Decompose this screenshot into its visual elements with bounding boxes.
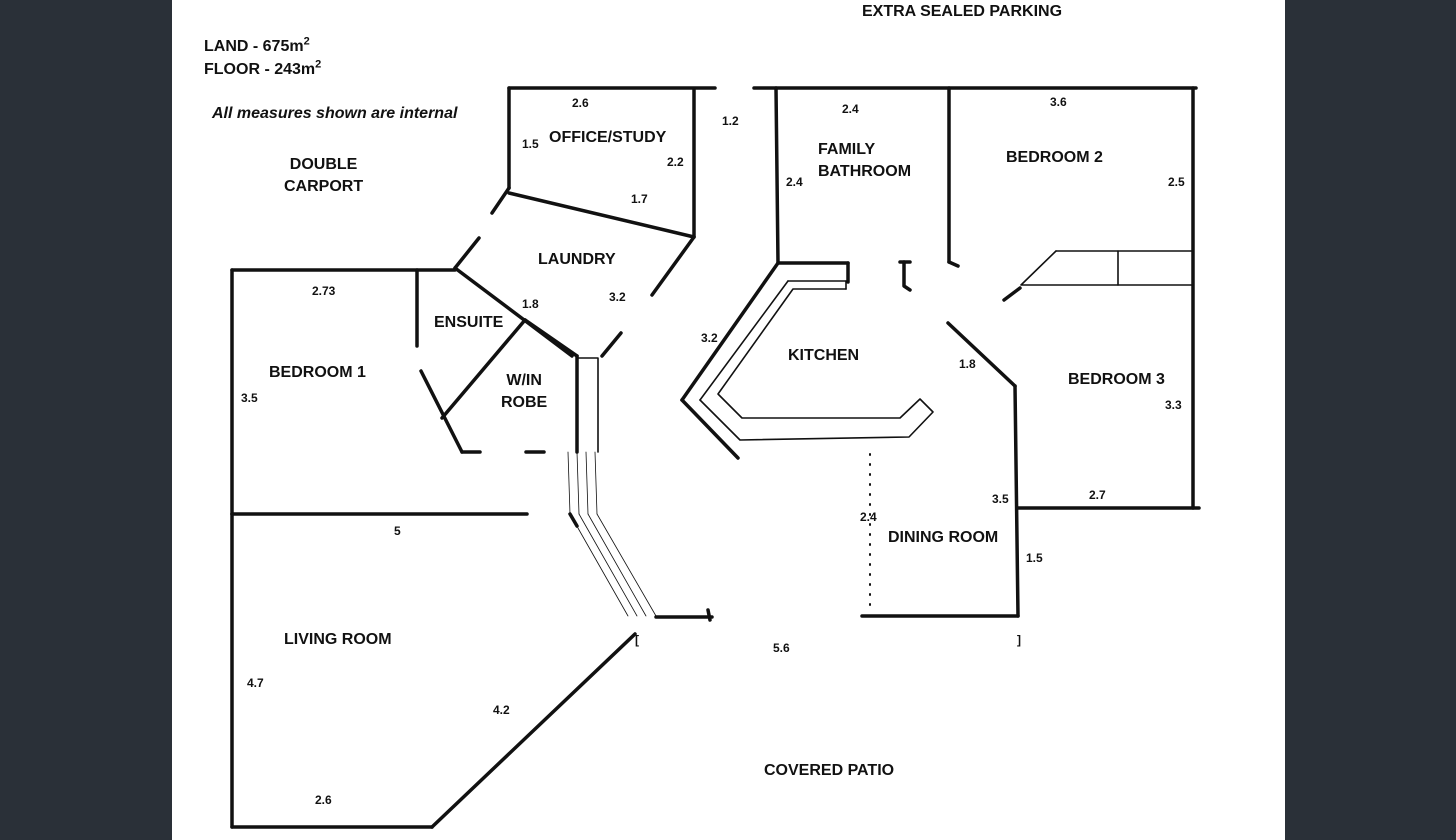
land-area: LAND - 675m2	[204, 35, 310, 55]
dim-laundry-top: 1.7	[631, 192, 648, 206]
dim-office-left: 1.5	[522, 137, 539, 151]
bedroom3-walls	[860, 321, 1201, 618]
dining-room-label: DINING ROOM	[888, 529, 999, 546]
dim-office-top: 2.6	[572, 96, 589, 110]
dim-bath-top: 2.4	[842, 102, 859, 116]
dim-living-left: 4.7	[247, 676, 264, 690]
family-bathroom-label: FAMILY BATHROOM	[818, 141, 912, 180]
floor-area: FLOOR - 243m2	[204, 58, 322, 78]
dim-bath-left: 2.4	[786, 175, 803, 189]
dim-patio-width: 5.6	[773, 641, 790, 655]
dim-kitchen-left: 3.2	[701, 331, 718, 345]
dim-bed3-left: 3.5	[992, 492, 1009, 506]
dim-laundry-right: 3.2	[609, 290, 626, 304]
patio-bracket-left: [	[635, 633, 639, 647]
floor-plan-drawing	[230, 86, 1201, 829]
kitchen-walls	[680, 261, 934, 460]
patio-bracket-right: ]	[1017, 633, 1021, 647]
laundry-walls	[453, 235, 696, 358]
office-label: OFFICE/STUDY	[549, 129, 667, 146]
floor-plan-sheet: LAND - 675m2 FLOOR - 243m2 All measures …	[172, 0, 1285, 840]
dim-office-gap: 1.2	[722, 114, 739, 128]
ensuite-label: ENSUITE	[434, 314, 504, 331]
bedroom2-walls	[947, 86, 1195, 510]
covered-patio-label: COVERED PATIO	[764, 762, 895, 779]
dim-living-diag: 4.2	[493, 703, 510, 717]
kitchen-label: KITCHEN	[788, 347, 860, 364]
dim-living-bottom: 2.6	[315, 793, 332, 807]
robe-label: W/IN ROBE	[501, 372, 548, 411]
measures-note: All measures shown are internal	[212, 105, 458, 122]
dim-bed1-top: 2.73	[312, 284, 336, 298]
dim-bed2-right: 2.5	[1168, 175, 1185, 189]
dim-laundry-diag: 1.8	[522, 297, 539, 311]
dim-bed3-bottom: 2.7	[1089, 488, 1106, 502]
dim-bed3-diag: 1.8	[959, 357, 976, 371]
bedroom2-label: BEDROOM 2	[1006, 149, 1103, 166]
family-bathroom-walls	[752, 86, 1198, 292]
bedroom3-label: BEDROOM 3	[1068, 371, 1165, 388]
dim-office-right: 2.2	[667, 155, 684, 169]
laundry-label: LAUNDRY	[538, 251, 616, 268]
office-walls	[490, 86, 717, 239]
dim-bed2-top: 3.6	[1050, 95, 1067, 109]
bedroom1-label: BEDROOM 1	[269, 364, 366, 381]
dim-bed3-right: 3.3	[1165, 398, 1182, 412]
dim-living-top: 5	[394, 524, 401, 538]
living-walls	[230, 451, 714, 829]
living-room-label: LIVING ROOM	[284, 631, 392, 648]
dim-dining-right: 1.5	[1026, 551, 1043, 565]
carport-label: DOUBLE CARPORT	[284, 156, 364, 195]
dim-dining-left: 2.4	[860, 510, 877, 524]
dim-bed1-left: 3.5	[241, 391, 258, 405]
extra-parking-label: EXTRA SEALED PARKING	[862, 3, 1063, 20]
bedroom1-walls	[230, 268, 599, 516]
